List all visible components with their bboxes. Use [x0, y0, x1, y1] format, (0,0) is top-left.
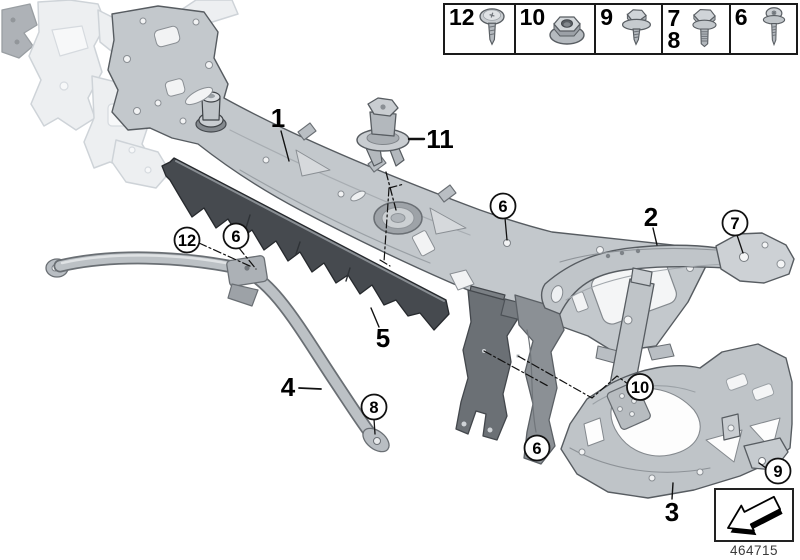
- svg-text:6: 6: [498, 198, 507, 216]
- fastener-legend: 12 10 9 7 8: [443, 3, 798, 55]
- legend-number-9: 9: [600, 4, 613, 30]
- legend-cell-9[interactable]: 9: [594, 5, 661, 53]
- callout-group: 12 6 6 7 8 10: [173, 192, 792, 485]
- svg-text:6: 6: [532, 440, 541, 458]
- legend-cell-6[interactable]: 6: [728, 4, 796, 53]
- callout-10[interactable]: 10: [626, 373, 654, 401]
- direction-arrow-icon: [727, 495, 783, 536]
- part-label-4[interactable]: 4: [281, 372, 296, 402]
- flange-nut-icon: [549, 16, 585, 45]
- part-1-carrier-shape[interactable]: [107, 5, 708, 365]
- pan-head-screw-icon: [478, 8, 505, 46]
- part-label-3[interactable]: 3: [665, 497, 679, 527]
- callout-6-strut[interactable]: 6: [222, 222, 250, 250]
- part-2-support-arm-shape[interactable]: [540, 232, 795, 315]
- legend-number-10: 10: [519, 4, 546, 30]
- diagram-part-number: 464715: [729, 543, 779, 558]
- callout-6-carrier[interactable]: 6: [489, 192, 517, 220]
- hex-flange-bolt-icon: [692, 9, 717, 48]
- callout-8[interactable]: 8: [360, 393, 388, 421]
- part-label-2[interactable]: 2: [644, 202, 658, 232]
- part-label-11[interactable]: 11: [426, 124, 454, 154]
- svg-text:6: 6: [231, 228, 240, 246]
- legend-number-12: 12: [449, 4, 475, 30]
- bolt-hole: [739, 252, 749, 262]
- callout-12[interactable]: 12: [173, 226, 201, 254]
- direction-stamp-box[interactable]: [714, 488, 794, 542]
- bolt-hole: [373, 437, 381, 445]
- side-bracket-dark-shape[interactable]: [455, 285, 518, 441]
- callout-9[interactable]: 9: [764, 457, 792, 485]
- svg-text:7: 7: [730, 215, 739, 233]
- part-3-headlight-bracket-shape[interactable]: [560, 267, 793, 499]
- legend-cell-12[interactable]: 12: [445, 5, 514, 53]
- legend-cell-10[interactable]: 10: [513, 4, 595, 53]
- installed-mount: [195, 91, 227, 133]
- svg-text:12: 12: [178, 232, 196, 250]
- callout-6-bracket[interactable]: 6: [523, 434, 551, 462]
- side-bracket-mid-shape[interactable]: [500, 294, 565, 465]
- part-4-strut-shape[interactable]: [45, 251, 393, 456]
- legend-number-8: 8: [667, 27, 681, 53]
- svg-text:8: 8: [369, 399, 378, 417]
- legend-cell-7-8[interactable]: 7 8: [661, 5, 728, 53]
- callout-7[interactable]: 7: [721, 209, 749, 237]
- part-label-5[interactable]: 5: [376, 323, 390, 353]
- hex-washer-screw-icon: [622, 9, 652, 46]
- part-label-1[interactable]: 1: [271, 103, 285, 133]
- part-5-trim-strip-shape[interactable]: [161, 157, 450, 331]
- legend-number-7: 7: [667, 5, 681, 31]
- svg-text:9: 9: [773, 463, 782, 481]
- svg-text:10: 10: [631, 379, 649, 397]
- torx-washer-screw-icon: [762, 7, 786, 47]
- part-11-mount-shape[interactable]: [356, 97, 410, 167]
- mount-ring-boss: [373, 201, 423, 235]
- legend-number-6: 6: [734, 4, 748, 30]
- strut-junction-clamp: [226, 255, 268, 307]
